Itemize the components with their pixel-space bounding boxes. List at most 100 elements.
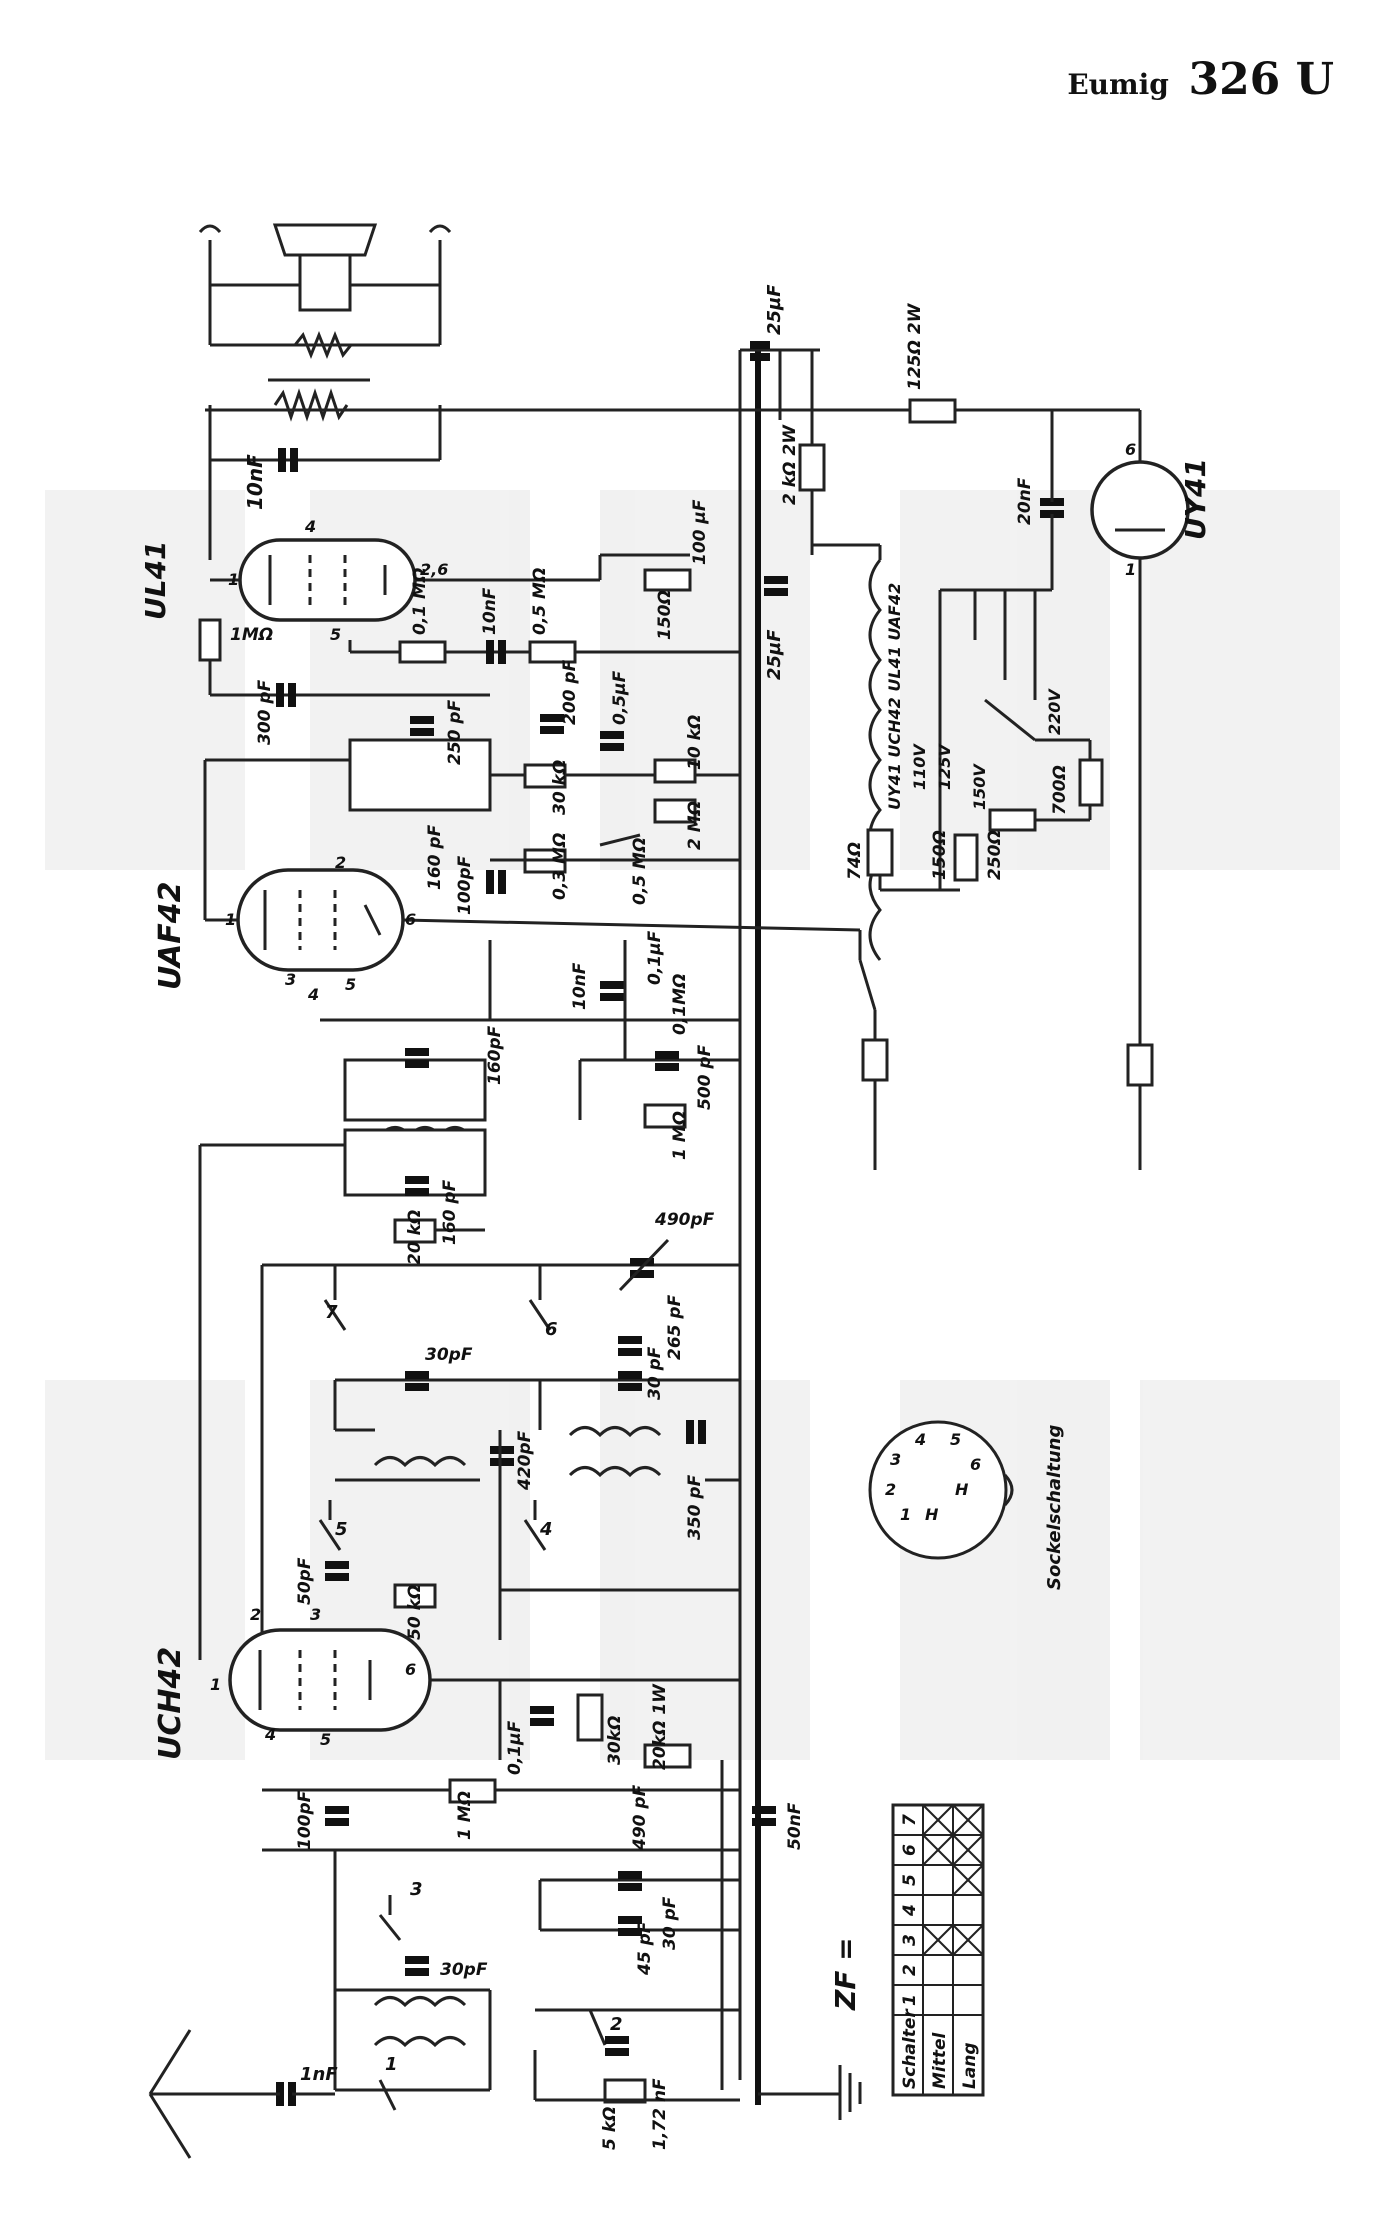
table-mark [952,1834,984,1866]
ul41-pin-1: 1 [228,570,239,589]
label-c-20nf: 20nF [1015,477,1035,525]
label-c-160pf-b: 160pF [485,1025,505,1085]
tube-ul41-label: UL41 [139,540,172,620]
label-c-10nf-3: 10nF [570,962,590,1010]
label-r-20k-1w: 20kΩ 1W [650,1683,670,1770]
label-r-30k-b: 30kΩ [605,1716,625,1765]
label-r-20k: 20 kΩ [405,1210,425,1265]
label-r-125-2w: 125Ω 2W [905,302,925,390]
label-c-30pf-osc: 30pF [425,1345,473,1365]
table-row-lang: Lang [960,2042,980,2089]
table-mark [952,1864,984,1896]
label-c-45pf: 45 pF [635,1921,655,1976]
label-r-05mohm: 0,5 MΩ [530,568,550,635]
power-filter [750,341,1140,596]
socket-pin-h2: H [955,1480,969,1499]
socket-pin-1: 1 [900,1505,911,1524]
table-header-1: 1 [900,1994,920,2006]
table-mark [922,1834,954,1866]
label-c-420pf: 420pF [515,1430,535,1491]
ul41-grid-network [198,553,740,707]
label-c-490pf-top: 490pF [654,1210,715,1230]
label-c-265pf: 265 pF [665,1294,685,1360]
output-transformer [208,378,442,560]
ul41-pin-5: 5 [330,625,341,644]
uch42-pin-1: 1 [210,1675,221,1694]
uaf42-pin-2: 2 [335,853,346,872]
tube-uch42 [228,1628,740,1769]
label-c-350pf: 350 pF [685,1474,705,1540]
diagram-title: Eumig 326 U [1067,54,1334,105]
label-c-30pf-c: 30 pF [660,1896,680,1950]
label-c-160pf-c: 160 pF [440,1179,460,1245]
brand-label: Eumig [1067,68,1169,101]
label-c-100pf-b: 100pF [295,1790,315,1850]
uch42-pin-2: 2 [250,1605,261,1624]
label-c-10nf-2: 10nF [480,587,500,635]
label-r-74ohm: 74Ω [845,842,865,880]
socket-pin-6: 6 [970,1455,981,1474]
model-label: 326 U [1188,54,1334,105]
label-c-25uf-mid: 25µF [764,629,785,680]
label-r-10k: 10 kΩ [685,715,705,770]
label-r-30k: 30 kΩ [550,760,570,815]
ul41-pin-26: 2,6 [420,560,448,579]
label-c-05uf: 0,5µF [610,670,630,725]
label-c-1nf: 1nF [300,2064,338,2085]
label-r-250ohm: 250Ω [985,830,1005,880]
label-r-01mohm-b: 0,1MΩ [670,974,690,1035]
label-v-150: 150V [970,763,989,810]
uaf42-pin-6: 6 [405,910,416,929]
label-r-2mohm: 2 MΩ [685,801,705,850]
switch-1-label: 1 [385,2054,398,2075]
label-r-1mohm-c: 1 MΩ [455,1791,475,1840]
tube-uaf42-label: UAF42 [153,882,188,990]
table-header-6: 6 [900,1844,920,1856]
label-r-01mohm: 0,1 MΩ [410,568,430,635]
ground-symbol [758,2065,862,2120]
label-c-50pf: 50pF [295,1557,315,1605]
mains-input [858,930,1142,1170]
label-r-50k: 50 kΩ [405,1585,425,1640]
switch-6-label: 6 [545,1319,558,1340]
tube-uy41-label: UY41 [1179,458,1212,540]
table-header-schalter: Schalter [900,2008,920,2089]
uy41-pin-6: 6 [1125,440,1136,459]
ul41-pin-4: 4 [304,517,316,536]
label-c-30pf-b: 30 pF [645,1346,665,1400]
label-c-100uf: 100 µF [690,499,710,565]
label-c-01uf-b: 0,1µF [505,1720,525,1775]
socket-title: Sockelschaltung [1044,1425,1065,1590]
label-r-2k-2w: 2 kΩ 2W [780,424,800,505]
switch-4-label: 4 [539,1519,553,1540]
uaf42-pin-5: 5 [345,975,356,994]
label-v-220: 220V [1045,688,1064,735]
table-header-5: 5 [900,1874,920,1886]
oscillator-section [260,1238,740,1660]
uaf42-pin-4: 4 [307,985,319,1004]
label-r-03mohm: 0,3 MΩ [550,833,570,900]
label-c-30pf-d: 30pF [440,1960,488,1980]
tube-ul41 [210,538,417,622]
switch-2-label: 2 [610,2014,623,2035]
antenna-symbol [148,2029,230,2159]
switch-3-label: 3 [410,1879,423,1900]
table-mark [952,1924,984,1956]
rf-input-section [230,1778,776,2111]
tube-uch42-label: UCH42 [153,1647,188,1760]
uy41-pin-1: 1 [1125,560,1136,579]
label-r-150ohm-b: 150Ω [930,830,950,880]
label-c-160pf-a: 160 pF [425,824,445,890]
table-mark [922,1924,954,1956]
socket-pin-2: 2 [885,1480,896,1499]
label-r-700ohm: 700Ω [1050,765,1070,815]
if-transformer-1 [198,1048,687,1660]
socket-pin-3: 3 [890,1450,901,1469]
table-header-7: 7 [900,1814,920,1826]
socket-pin-5: 5 [950,1430,961,1449]
label-c-490pf-b: 490 pF [630,1784,650,1851]
loudspeaker [198,223,452,360]
uch42-pin-6: 6 [405,1660,416,1679]
label-r-1mohm-b: 1 MΩ [670,1111,690,1160]
